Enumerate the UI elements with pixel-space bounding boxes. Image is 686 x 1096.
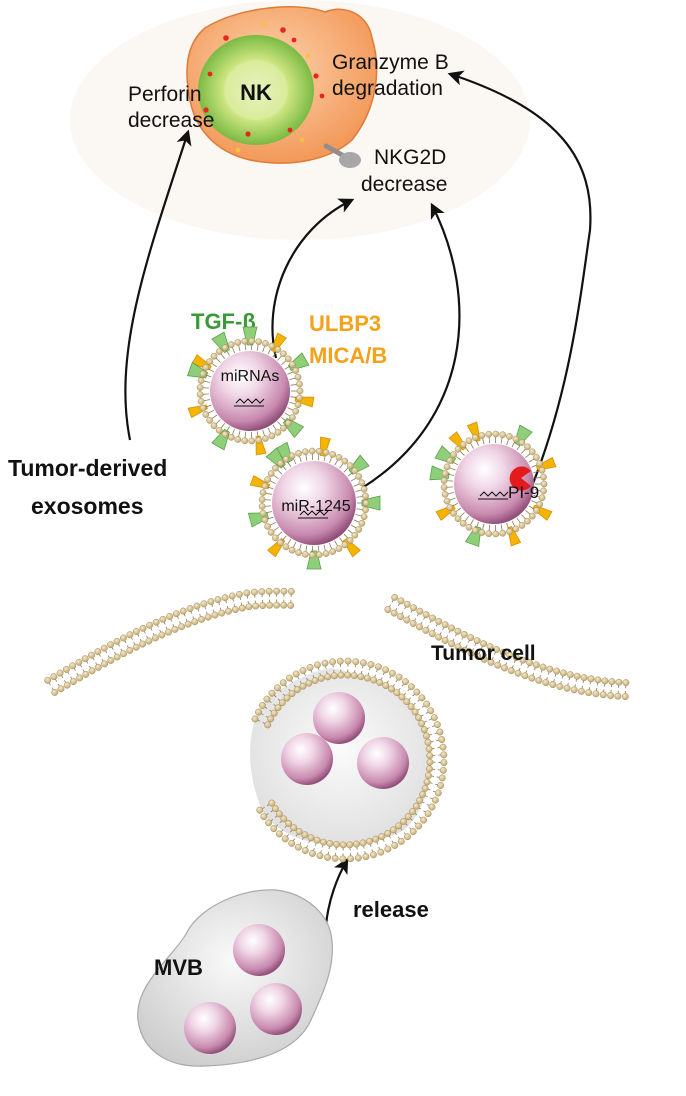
tumor-cell-label: Tumor cell <box>431 642 536 665</box>
svg-text:Granzyme B: Granzyme B <box>332 51 449 74</box>
tumor-cell-membrane <box>44 587 630 863</box>
ulbp3-mica-ligand <box>270 332 287 353</box>
intraluminal-vesicle <box>184 1002 236 1054</box>
ulbp3-label: ULBP3 <box>309 311 381 336</box>
intraluminal-vesicle <box>357 737 409 789</box>
arrow-mir1245-to-nkg2d <box>361 202 461 489</box>
svg-text:exosomes: exosomes <box>31 493 144 519</box>
svg-text:degradation: degradation <box>332 77 443 100</box>
perforin-label: Perforin <box>128 83 202 106</box>
pocket-vesicles <box>281 692 409 789</box>
exosome-pi9 <box>429 421 557 548</box>
exosome-mir1245 <box>247 436 381 570</box>
svg-text:decrease: decrease <box>128 109 214 132</box>
tgf-beta-ligand <box>514 424 533 447</box>
nk-label: NK <box>240 80 272 105</box>
intraluminal-vesicle <box>313 692 365 744</box>
nkg2d-decrease-label: decrease <box>361 173 447 196</box>
granzyme-degradation-label: degradation <box>332 77 443 100</box>
tgf-beta-ligand <box>361 495 381 511</box>
granule-dots <box>203 21 325 153</box>
pi9-inhibitor-icon <box>509 466 531 491</box>
arrow-mirnas-to-nkg2d <box>271 198 355 359</box>
mirnas-label: miRNAs <box>221 368 280 385</box>
intraluminal-vesicle <box>233 924 285 976</box>
svg-text:Tumor-derived: Tumor-derived <box>8 455 167 481</box>
ulbp3-mica-ligand <box>536 456 557 471</box>
exosome-mirnas <box>186 326 315 456</box>
exosomes-label-line1: Tumor-derived <box>8 455 167 481</box>
mica-b-label: MICA/B <box>309 343 387 368</box>
arrow-to-perforin <box>124 129 192 441</box>
budding-pocket <box>250 668 431 846</box>
pi9-label: PI-9 <box>508 483 539 502</box>
nk-cell: NK <box>186 6 378 168</box>
svg-text:NKG2D: NKG2D <box>374 146 446 169</box>
svg-text:Perforin: Perforin <box>128 83 202 106</box>
nkg2d-receptor <box>323 143 361 168</box>
mvb-vesicles <box>184 924 302 1054</box>
nkg2d-label: NKG2D <box>374 146 446 169</box>
perforin-decrease-label: decrease <box>128 109 214 132</box>
granzyme-label: Granzyme B <box>332 51 449 74</box>
mvb-label: MVB <box>154 955 203 980</box>
svg-text:decrease: decrease <box>361 173 447 196</box>
intraluminal-vesicle <box>250 983 302 1035</box>
arrow-pi9-to-granzyme <box>447 70 592 487</box>
intraluminal-vesicle <box>281 733 333 785</box>
exosomes-label-line2: exosomes <box>31 493 144 519</box>
release-label: release <box>353 897 429 922</box>
mir1245-label: miR-1245 <box>281 498 350 515</box>
